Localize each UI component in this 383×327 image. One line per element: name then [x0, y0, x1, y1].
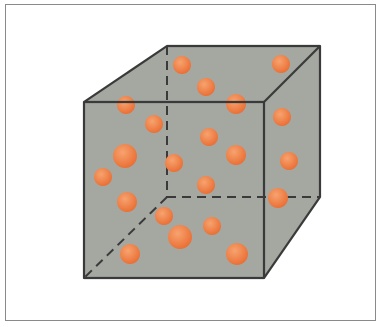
particle: [226, 243, 248, 265]
particle: [268, 188, 288, 208]
particle: [145, 115, 163, 133]
particle: [203, 217, 221, 235]
particle: [200, 128, 218, 146]
particle: [155, 207, 173, 225]
particle: [113, 144, 137, 168]
particle: [117, 96, 135, 114]
particle: [173, 56, 191, 74]
particle: [272, 55, 290, 73]
particle: [273, 108, 291, 126]
particle: [120, 244, 140, 264]
particle: [197, 78, 215, 96]
particle: [94, 168, 112, 186]
particle: [280, 152, 298, 170]
particle: [226, 94, 246, 114]
particle: [226, 145, 246, 165]
particle: [168, 225, 192, 249]
particle: [165, 154, 183, 172]
particle: [117, 192, 137, 212]
particle: [197, 176, 215, 194]
